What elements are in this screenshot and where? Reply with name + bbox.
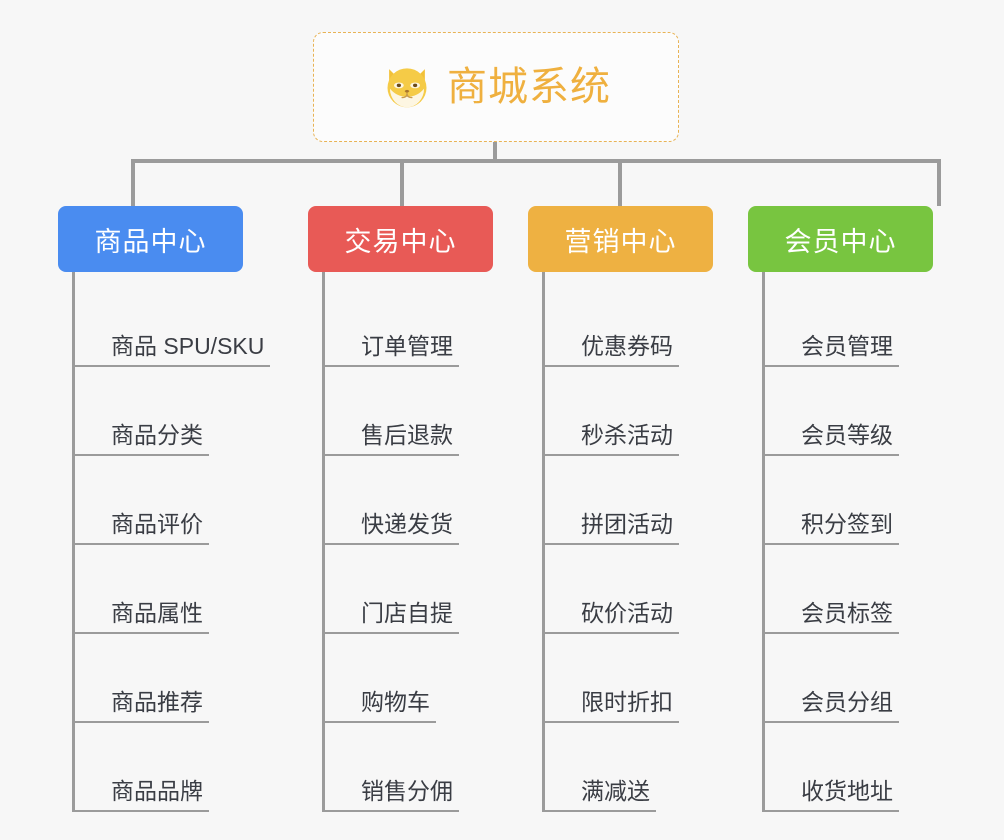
list-item[interactable]: 快递发货: [325, 456, 528, 545]
list-item[interactable]: 销售分佣: [325, 723, 528, 812]
category-header-2[interactable]: 交易中心: [308, 206, 493, 272]
list-item[interactable]: 会员分组: [765, 634, 968, 723]
list-item[interactable]: 商品 SPU/SKU: [75, 278, 278, 367]
list-item[interactable]: 限时折扣: [545, 634, 748, 723]
leaf-label: 商品 SPU/SKU: [105, 333, 271, 367]
shiba-dog-emoji: [387, 68, 427, 110]
category-label: 会员中心: [784, 226, 897, 257]
leaf-label: 拼团活动: [575, 511, 679, 545]
root-node[interactable]: 商城系统: [313, 32, 679, 142]
list-item[interactable]: 商品评价: [75, 456, 278, 545]
leaf-label: 购物车: [355, 689, 436, 723]
leaf-list-4: 会员管理 会员等级 积分签到 会员标签 会员分组 收货地址: [762, 272, 968, 812]
leaf-label: 满减送: [575, 778, 656, 812]
list-item[interactable]: 积分签到: [765, 456, 968, 545]
list-item[interactable]: 收货地址: [765, 723, 968, 812]
leaf-label: 会员标签: [795, 600, 899, 634]
list-item[interactable]: 购物车: [325, 634, 528, 723]
list-item[interactable]: 会员标签: [765, 545, 968, 634]
leaf-label: 门店自提: [355, 600, 459, 634]
category-column-会员中心: 会员中心 会员管理 会员等级 积分签到 会员标签 会员分组 收货地址: [748, 206, 968, 812]
leaf-label: 限时折扣: [575, 689, 679, 723]
category-column-商品中心: 商品中心 商品 SPU/SKU 商品分类 商品评价 商品属性 商品推荐 商品品牌: [58, 206, 278, 812]
category-header-3[interactable]: 营销中心: [528, 206, 713, 272]
leaf-label: 会员分组: [795, 689, 899, 723]
connector-drop-1: [131, 159, 135, 206]
category-column-交易中心: 交易中心 订单管理 售后退款 快递发货 门店自提 购物车 销售分佣: [308, 206, 528, 812]
leaf-list-2: 订单管理 售后退款 快递发货 门店自提 购物车 销售分佣: [322, 272, 528, 812]
list-item[interactable]: 会员等级: [765, 367, 968, 456]
leaf-label: 商品属性: [105, 600, 209, 634]
list-item[interactable]: 满减送: [545, 723, 748, 812]
leaf-label: 商品推荐: [105, 689, 209, 723]
connector-drop-2: [400, 159, 404, 206]
leaf-label: 积分签到: [795, 511, 899, 545]
leaf-label: 优惠券码: [575, 333, 679, 367]
category-header-1[interactable]: 商品中心: [58, 206, 243, 272]
leaf-label: 销售分佣: [355, 778, 459, 812]
leaf-label: 商品品牌: [105, 778, 209, 812]
list-item[interactable]: 砍价活动: [545, 545, 748, 634]
list-item[interactable]: 拼团活动: [545, 456, 748, 545]
leaf-label: 快递发货: [355, 511, 459, 545]
leaf-label: 售后退款: [355, 422, 459, 456]
list-item[interactable]: 秒杀活动: [545, 367, 748, 456]
list-item[interactable]: 商品推荐: [75, 634, 278, 723]
leaf-label: 会员等级: [795, 422, 899, 456]
leaf-list-3: 优惠券码 秒杀活动 拼团活动 砍价活动 限时折扣 满减送: [542, 272, 748, 812]
leaf-label: 商品评价: [105, 511, 209, 545]
list-item[interactable]: 售后退款: [325, 367, 528, 456]
leaf-label: 砍价活动: [575, 600, 679, 634]
leaf-label: 订单管理: [355, 333, 459, 367]
connector-drop-4: [937, 159, 941, 206]
category-column-营销中心: 营销中心 优惠券码 秒杀活动 拼团活动 砍价活动 限时折扣 满减送: [528, 206, 748, 812]
list-item[interactable]: 门店自提: [325, 545, 528, 634]
root-title: 商城系统: [447, 65, 611, 109]
leaf-label: 收货地址: [795, 778, 899, 812]
list-item[interactable]: 优惠券码: [545, 278, 748, 367]
connector-horizontal-bus: [131, 159, 941, 163]
connector-drop-3: [618, 159, 622, 206]
list-item[interactable]: 商品品牌: [75, 723, 278, 812]
connector-root-stem: [493, 142, 497, 162]
list-item[interactable]: 会员管理: [765, 278, 968, 367]
category-header-4[interactable]: 会员中心: [748, 206, 933, 272]
category-label: 交易中心: [344, 226, 457, 257]
leaf-label: 秒杀活动: [575, 422, 679, 456]
category-label: 商品中心: [94, 226, 207, 257]
list-item[interactable]: 商品属性: [75, 545, 278, 634]
list-item[interactable]: 订单管理: [325, 278, 528, 367]
category-label: 营销中心: [564, 226, 677, 257]
list-item[interactable]: 商品分类: [75, 367, 278, 456]
leaf-list-1: 商品 SPU/SKU 商品分类 商品评价 商品属性 商品推荐 商品品牌: [72, 272, 278, 812]
leaf-label: 会员管理: [795, 333, 899, 367]
leaf-label: 商品分类: [105, 422, 209, 456]
